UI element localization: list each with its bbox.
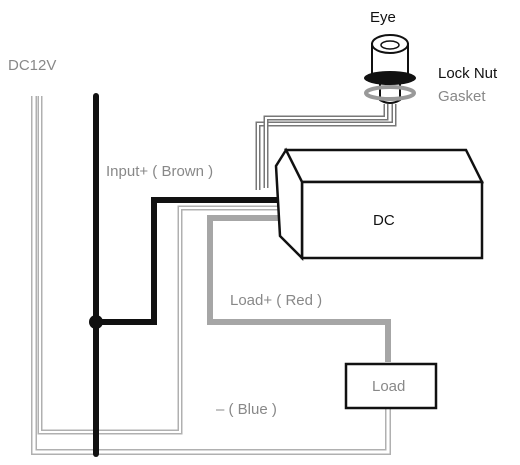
input-brown-wire [96, 197, 290, 325]
lock-nut-icon [364, 71, 416, 85]
power-label: DC12V [8, 57, 56, 74]
negative-blue-wire [37, 96, 290, 435]
dc-controller-box [274, 147, 485, 262]
eye-icon [371, 34, 409, 104]
negative-wire-label: – ( Blue ) [216, 401, 277, 418]
gasket-label: Gasket [438, 88, 486, 105]
load-label: Load [372, 378, 405, 395]
eye-label: Eye [370, 9, 396, 26]
gasket-icon [364, 85, 416, 101]
load-wire-label: Load+ ( Red ) [230, 292, 322, 309]
junction-dot [89, 315, 103, 329]
input-wire-label: Input+ ( Brown ) [106, 163, 213, 180]
lock-nut-label: Lock Nut [438, 65, 498, 82]
load-red-wire [207, 215, 391, 362]
load-box [344, 362, 438, 410]
controller-label: DC [373, 212, 395, 229]
